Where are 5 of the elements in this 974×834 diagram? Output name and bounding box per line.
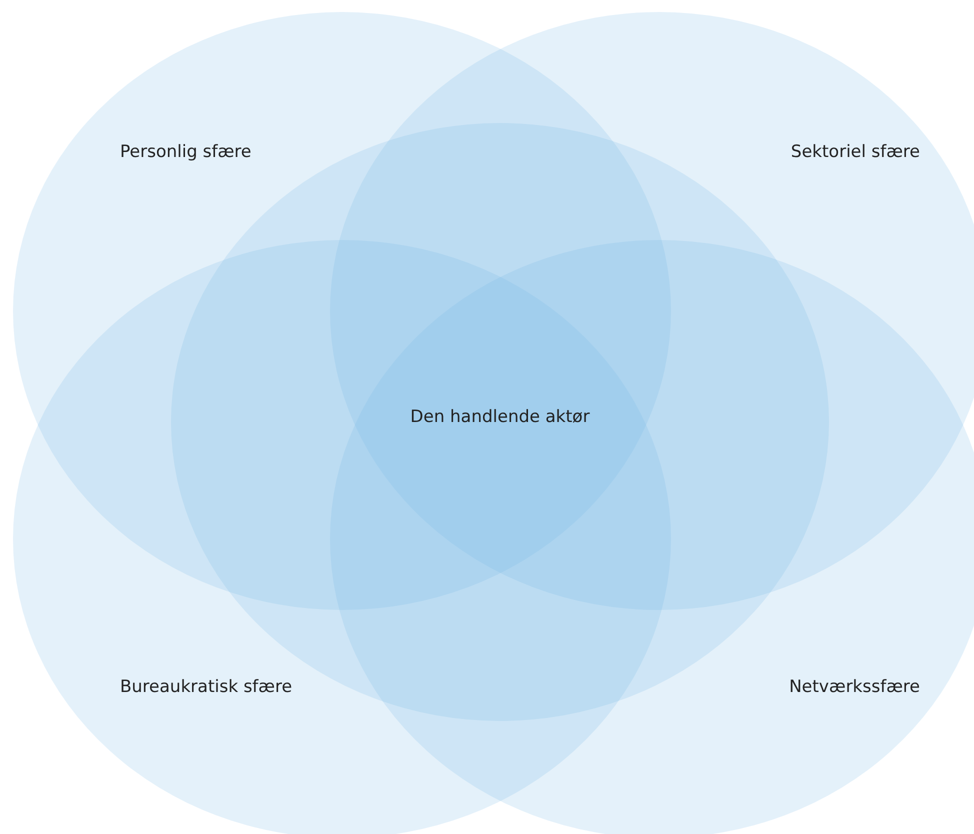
sphere-label: Personlig sfære	[120, 141, 252, 163]
sphere-label: Bureaukratisk sfære	[120, 676, 294, 698]
sphere-label: Sektoriel sfære	[790, 141, 920, 163]
sphere-label: Den handlende aktør	[409, 406, 591, 428]
sphere-label: Netværkssfære	[788, 676, 920, 698]
